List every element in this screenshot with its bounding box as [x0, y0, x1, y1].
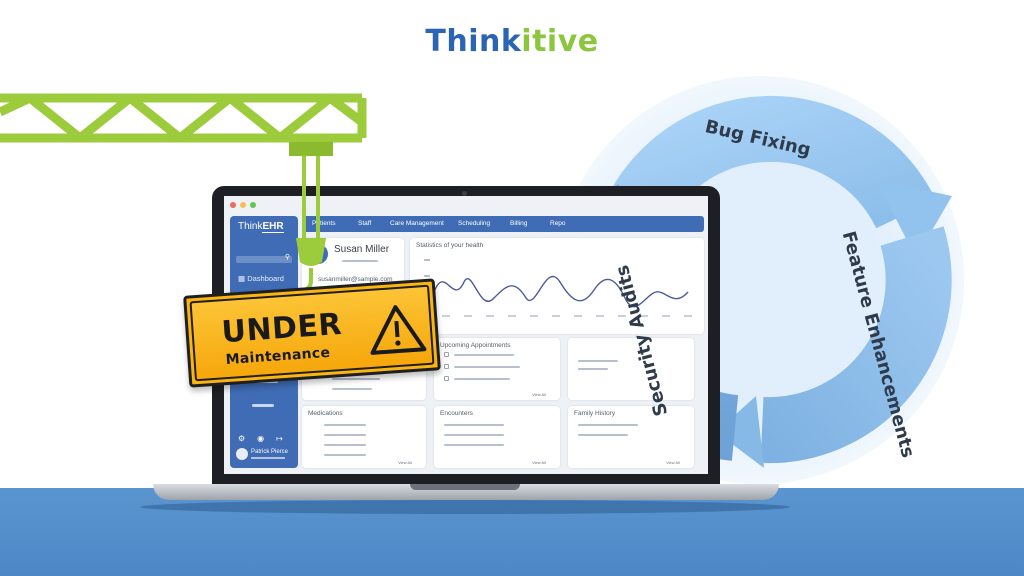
placeholder-line — [578, 360, 618, 362]
statistics-card: Statistics of your health — [410, 238, 704, 334]
user-subtitle — [251, 457, 285, 459]
under-maintenance-sign: UNDER Maintenance — [183, 278, 441, 388]
view-all-link[interactable]: View All — [532, 460, 546, 465]
family-history-title: Family History — [574, 410, 616, 417]
appointment-checkbox[interactable] — [444, 352, 449, 357]
nav-staff[interactable]: Staff — [358, 220, 372, 227]
nav-billing[interactable]: Billing — [510, 220, 528, 227]
placeholder-line — [444, 444, 504, 446]
placeholder-line — [578, 424, 638, 426]
dashboard-icon: ▦ — [238, 274, 246, 283]
placeholder-line — [332, 378, 380, 380]
placeholder-line — [324, 434, 366, 436]
avatar-icon — [236, 448, 248, 460]
placeholder-line — [578, 434, 628, 436]
sidebar-item-label: Dashboard — [247, 274, 284, 283]
nav-patients[interactable]: Patients — [312, 220, 336, 227]
view-all-link[interactable]: View All — [666, 460, 680, 465]
placeholder-line — [324, 444, 366, 446]
sidebar-actions: ⚙ ◉ ↦ — [238, 434, 283, 443]
sign-title: UNDER — [220, 306, 344, 351]
placeholder-line — [342, 260, 378, 262]
placeholder-line — [444, 424, 504, 426]
logo-part-1: Think — [425, 24, 522, 59]
statistics-title: Statistics of your health — [416, 242, 484, 249]
encounters-title: Encounters — [440, 410, 473, 417]
user-name: Patrick Pierce — [251, 449, 289, 455]
appointments-card: Upcoming Appointments View All — [434, 338, 560, 400]
search-input[interactable]: ⚲ — [236, 254, 292, 263]
placeholder-line — [324, 424, 366, 426]
placeholder-line — [444, 434, 504, 436]
placeholder-line — [454, 354, 514, 356]
summary-card — [568, 338, 694, 400]
nav-reports[interactable]: Repo — [550, 220, 566, 227]
placeholder-line — [454, 366, 520, 368]
app-brand: ThinkEHR — [238, 221, 284, 233]
encounters-card: Encounters View All — [434, 406, 560, 468]
floor — [0, 488, 1024, 576]
appointment-checkbox[interactable] — [444, 376, 449, 381]
medications-card: Medications View All — [302, 406, 426, 468]
appointments-title: Upcoming Appointments — [440, 342, 511, 349]
medications-title: Medications — [308, 410, 343, 417]
camera-icon — [462, 191, 467, 196]
laptop-base — [153, 484, 779, 500]
view-all-link[interactable]: View All — [398, 460, 412, 465]
settings-icon[interactable]: ⚙ — [238, 434, 246, 443]
search-icon: ⚲ — [284, 254, 290, 261]
nav-scheduling[interactable]: Scheduling — [458, 220, 491, 227]
thinkitive-logo: Thinkitive — [0, 24, 1024, 59]
sidebar-item[interactable] — [252, 404, 274, 407]
placeholder-line — [454, 378, 510, 380]
profile-name: Susan Miller — [334, 244, 390, 255]
window-controls — [230, 202, 256, 208]
app-brand-bold: EHR — [262, 221, 284, 233]
sign-inner: UNDER Maintenance — [189, 284, 435, 382]
placeholder-line — [332, 388, 372, 390]
close-dot[interactable] — [230, 202, 236, 208]
eye-icon[interactable]: ◉ — [257, 434, 265, 443]
minimize-dot[interactable] — [240, 202, 246, 208]
top-nav: Patients Staff Care Management Schedulin… — [302, 216, 704, 232]
sidebar-item-dashboard[interactable]: ▦ Dashboard — [238, 274, 284, 283]
logout-icon[interactable]: ↦ — [276, 434, 283, 443]
placeholder-line — [578, 368, 608, 370]
placeholder-line — [324, 454, 366, 456]
maximize-dot[interactable] — [250, 202, 256, 208]
appointment-checkbox[interactable] — [444, 364, 449, 369]
user-profile[interactable]: Patrick Pierce — [236, 448, 288, 460]
profile-email: susanmiller@sample.com — [318, 276, 393, 283]
view-all-link[interactable]: View All — [532, 392, 546, 397]
app-brand-regular: Think — [238, 221, 263, 232]
warning-triangle-icon — [370, 305, 427, 355]
logo-part-2: itive — [521, 24, 599, 59]
family-history-card: Family History View All — [568, 406, 694, 468]
laptop-notch — [410, 484, 520, 490]
laptop-shadow — [140, 500, 790, 514]
nav-care-management[interactable]: Care Management — [390, 220, 444, 227]
